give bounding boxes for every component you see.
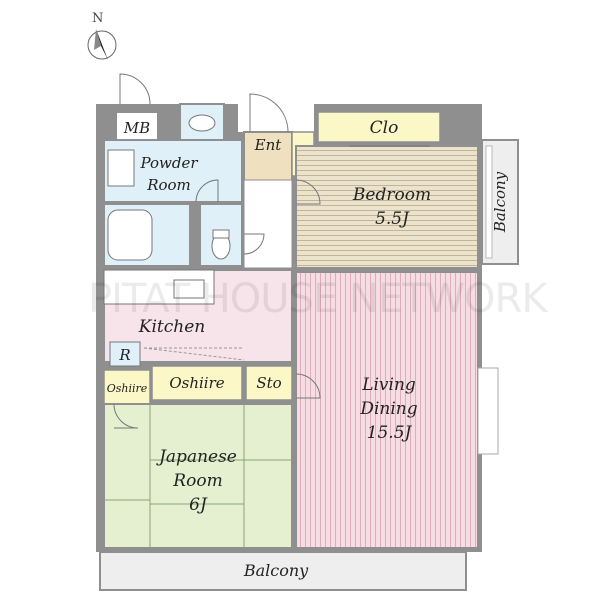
storage-label: Sto bbox=[256, 374, 281, 392]
living-door-icon bbox=[295, 373, 321, 399]
japanese-door-icon bbox=[113, 403, 139, 429]
entrance-label: Ent bbox=[254, 136, 283, 154]
storage-closet bbox=[245, 365, 293, 401]
refrigerator-label: R bbox=[118, 346, 130, 364]
oshiire-closet bbox=[151, 365, 243, 401]
watermark: PITAT HOUSE NETWORK bbox=[88, 276, 549, 322]
east-balcony bbox=[481, 139, 519, 265]
japanese-room-label: Japanese bbox=[156, 447, 237, 467]
powder-door-icon bbox=[195, 179, 219, 203]
east-balcony-label: Balcony bbox=[491, 171, 509, 233]
washing-machine-icon bbox=[107, 149, 135, 187]
living-dining bbox=[295, 271, 499, 549]
japanese-room-label-2: Room bbox=[172, 471, 222, 491]
powder-room bbox=[103, 103, 243, 203]
bedroom-size: 5.5J bbox=[375, 209, 410, 229]
entry-door-icon bbox=[119, 73, 151, 105]
refrigerator-icon bbox=[109, 341, 141, 367]
compass-label: N bbox=[92, 11, 103, 26]
bedroom-closet bbox=[317, 111, 441, 143]
stove-icon bbox=[173, 279, 205, 299]
powder-room-label-2: Room bbox=[146, 176, 191, 194]
kitchen bbox=[103, 269, 293, 367]
small-oshiire-label: Oshiire bbox=[107, 382, 148, 395]
mb-label: MB bbox=[123, 119, 150, 137]
north-compass-icon: N bbox=[87, 11, 117, 60]
sink-icon bbox=[188, 114, 216, 132]
dining-label: Dining bbox=[359, 399, 417, 419]
toilet-door-icon bbox=[243, 233, 265, 255]
toilet-room bbox=[199, 203, 243, 267]
japanese-room-size: 6J bbox=[189, 495, 208, 515]
japanese-room bbox=[103, 403, 293, 549]
south-balcony bbox=[99, 551, 467, 591]
closet-label: Clo bbox=[370, 118, 399, 138]
mb-closet bbox=[115, 111, 159, 141]
kitchen-label: Kitchen bbox=[138, 317, 205, 337]
door-swings bbox=[113, 73, 321, 429]
bedroom bbox=[295, 111, 479, 269]
oshiire-label: Oshiire bbox=[169, 374, 224, 392]
front-door-icon bbox=[249, 93, 289, 133]
powder-room-label-1: Powder bbox=[139, 154, 198, 172]
small-oshiire-closet bbox=[103, 369, 151, 405]
living-label: Living bbox=[361, 375, 416, 395]
bedroom-door-icon bbox=[295, 179, 321, 205]
bedroom-label: Bedroom bbox=[352, 185, 431, 205]
bathtub-icon bbox=[107, 209, 153, 261]
south-balcony-label: Balcony bbox=[243, 561, 309, 580]
living-dining-size: 15.5J bbox=[367, 423, 413, 443]
bathroom bbox=[103, 203, 191, 267]
east-window bbox=[477, 367, 499, 455]
